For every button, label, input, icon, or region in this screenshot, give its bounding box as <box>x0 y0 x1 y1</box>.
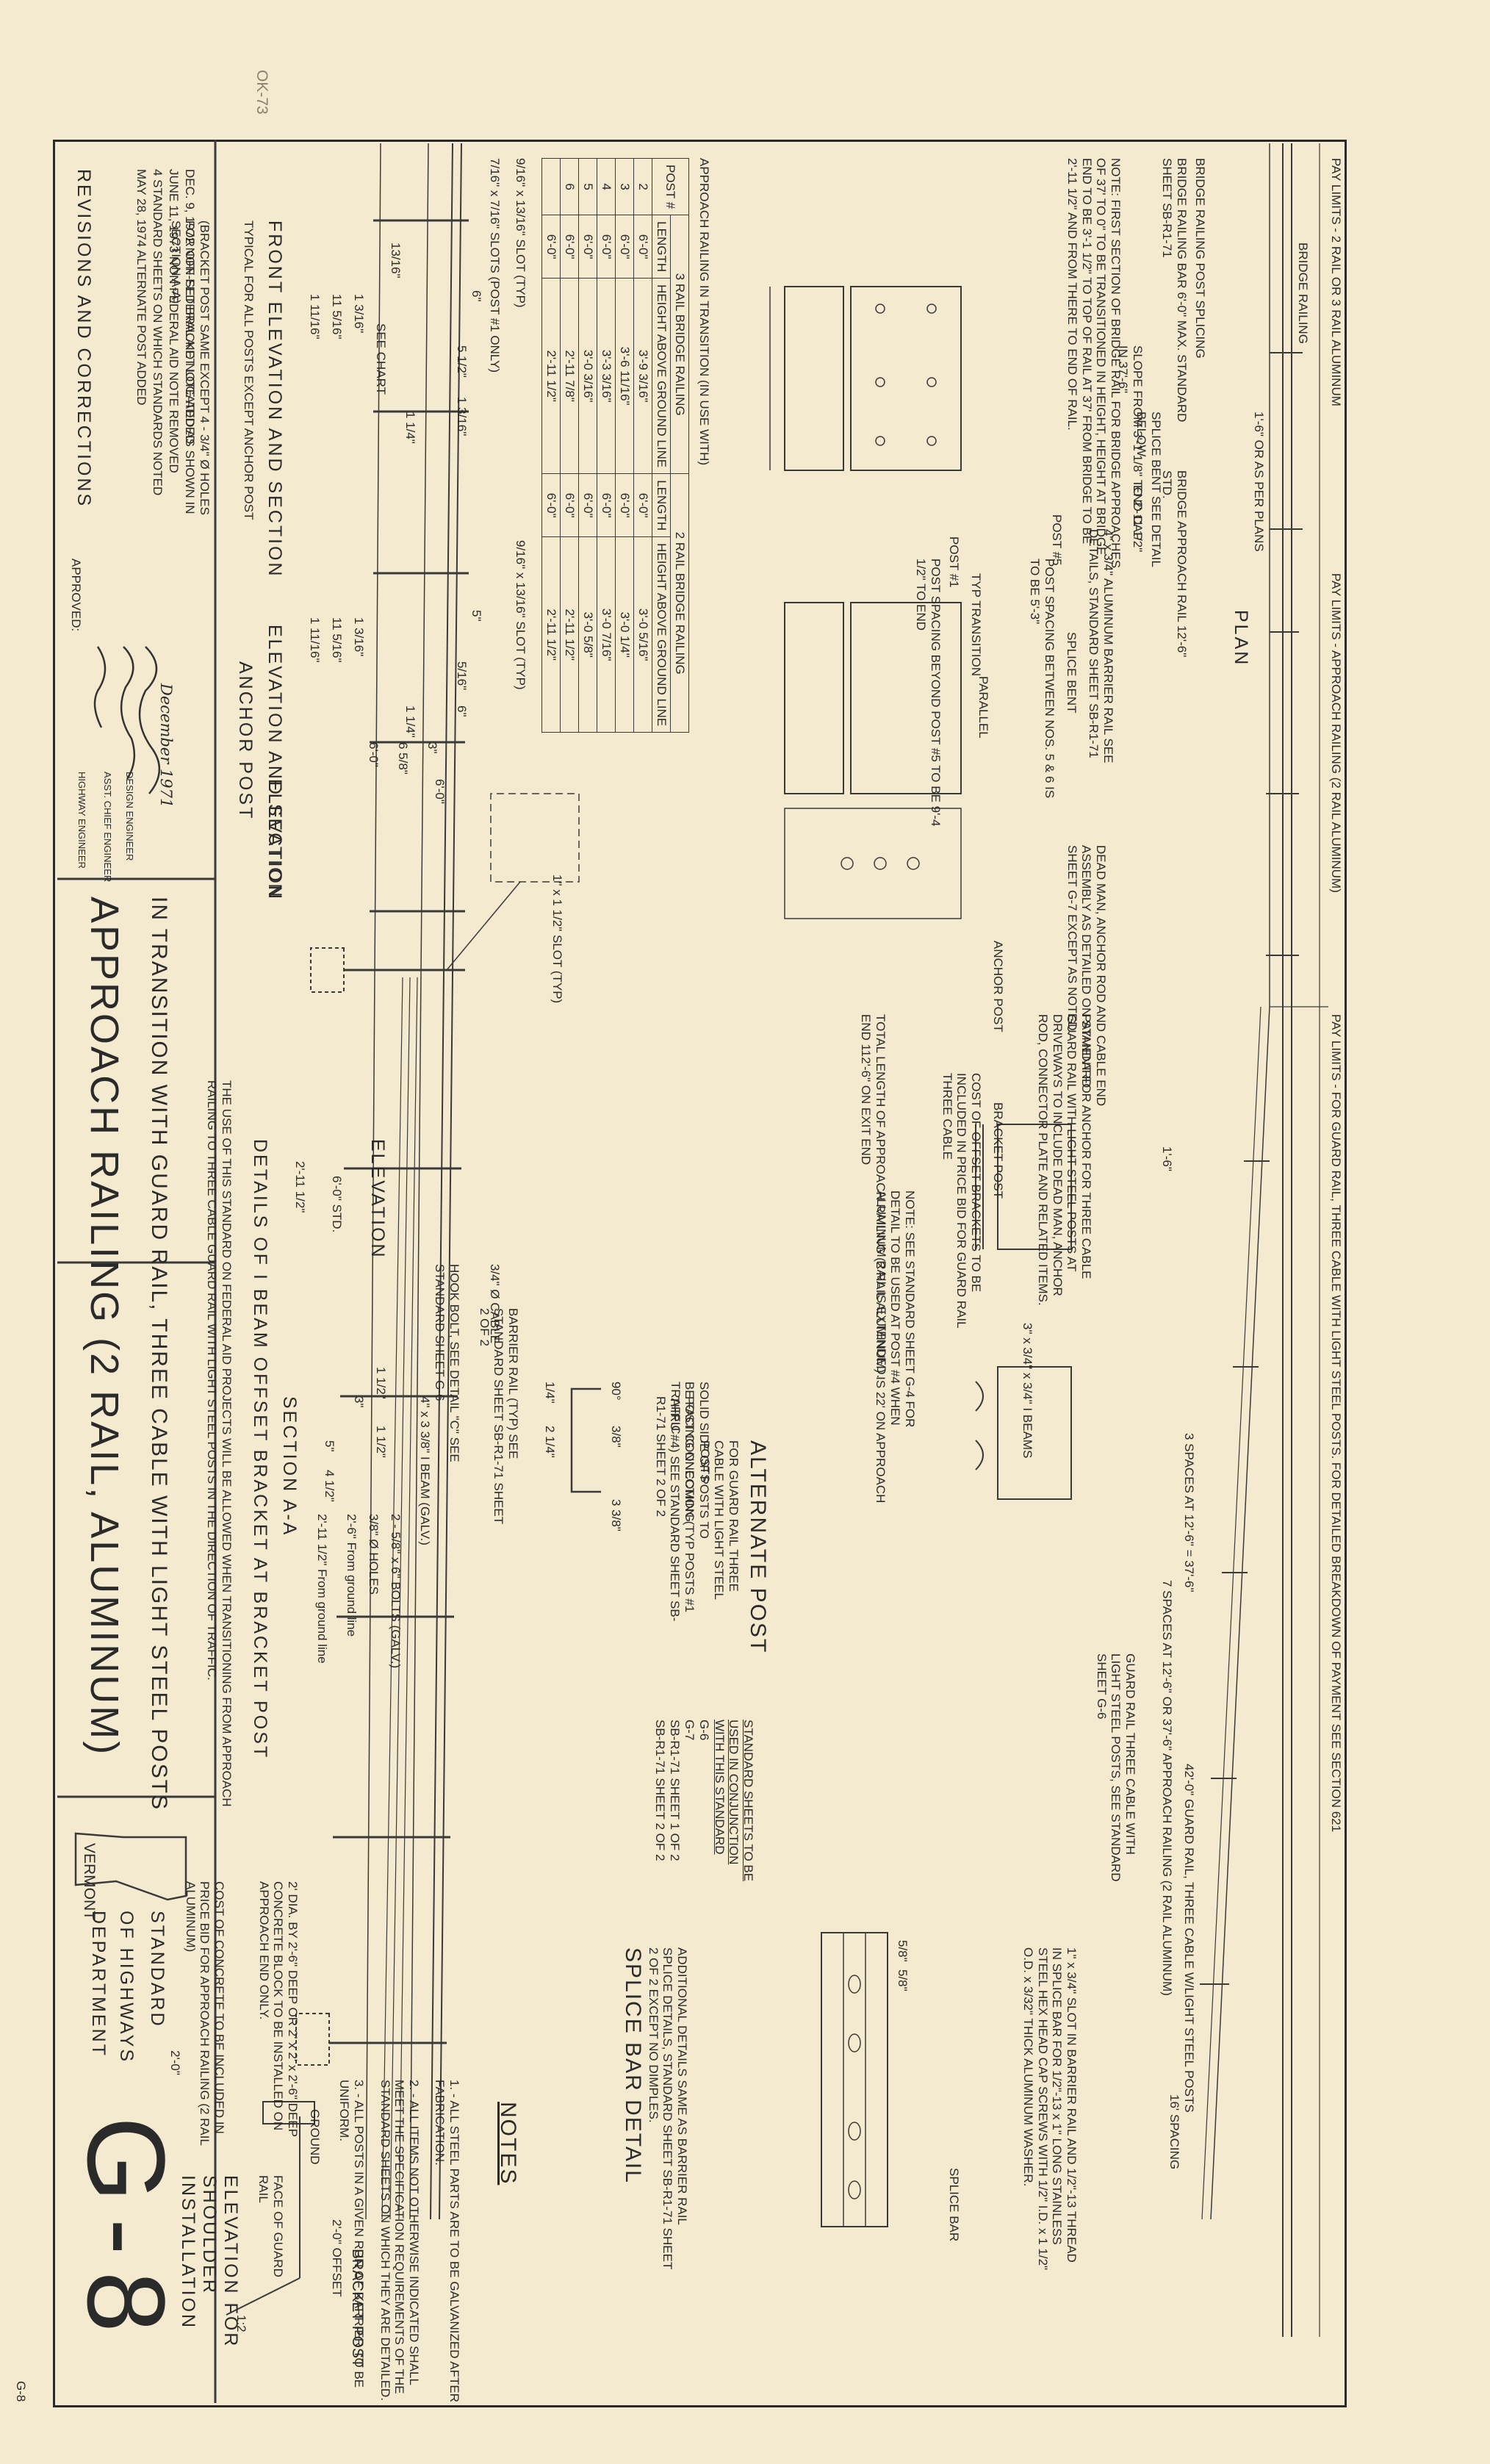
sheet-title: APPROACH RAILING (2 RAIL, ALUMINUM) <box>82 897 126 1757</box>
vermont-outline <box>74 1832 187 1901</box>
agency-line-3: STANDARD <box>147 1911 168 2028</box>
sheet-subtitle: IN TRANSITION WITH GUARD RAIL, THREE CAB… <box>147 897 171 1811</box>
sheet-number: G-8 <box>65 2116 188 2349</box>
agency-state: VERMONT <box>81 1843 98 1920</box>
approval-title-2: HIGHWAY ENGINEER <box>76 772 87 869</box>
agency-line-2: OF HIGHWAYS <box>116 1911 137 2063</box>
agency-line-1: DEPARTMENT <box>88 1911 109 2058</box>
corner-mark: G-8 <box>14 2381 28 2402</box>
approval-title-1: ASST. CHIEF ENGINEER <box>102 772 113 883</box>
approval-title-0: DESIGN ENGINEER <box>124 772 135 861</box>
